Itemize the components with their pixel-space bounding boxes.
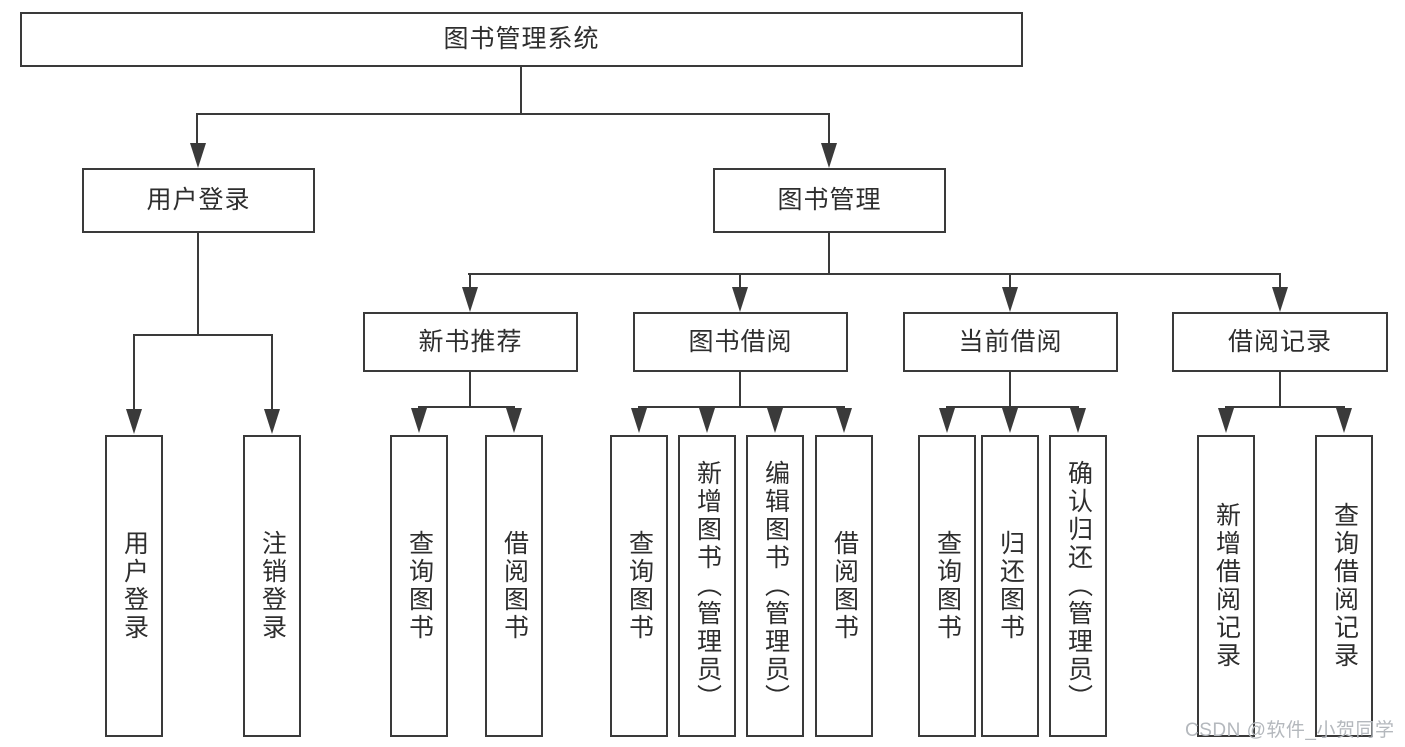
leaf-query-book-borrow: 查询图书 bbox=[610, 435, 668, 737]
leaf-edit-book-admin: 编辑图书（管理员） bbox=[746, 435, 804, 737]
node-root: 图书管理系统 bbox=[20, 12, 1023, 67]
arrowhead-down-icon bbox=[699, 408, 715, 433]
connector-line bbox=[739, 273, 741, 289]
leaf-return-book: 归还图书 bbox=[981, 435, 1039, 737]
leaf-query-borrow-record: 查询借阅记录 bbox=[1315, 435, 1373, 737]
connector-line bbox=[828, 232, 830, 275]
arrowhead-down-icon bbox=[506, 408, 522, 433]
connector-line bbox=[133, 334, 135, 410]
leaf-edit-book-admin-label: 编辑图书（管理员） bbox=[761, 460, 790, 712]
leaf-query-current-borrow: 查询图书 bbox=[918, 435, 976, 737]
leaf-borrow-book: 借阅图书 bbox=[815, 435, 873, 737]
node-book-borrow-label: 图书借阅 bbox=[688, 327, 793, 356]
leaf-borrow-book-recommend: 借阅图书 bbox=[485, 435, 543, 737]
connector-line bbox=[133, 334, 273, 336]
arrowhead-down-icon bbox=[836, 408, 852, 433]
node-new-book-recommend: 新书推荐 bbox=[363, 312, 578, 372]
connector-line bbox=[1225, 406, 1345, 408]
arrowhead-down-icon bbox=[462, 287, 478, 312]
connector-line bbox=[739, 371, 741, 408]
leaf-user-login-label: 用户登录 bbox=[120, 530, 149, 642]
node-current-borrow: 当前借阅 bbox=[903, 312, 1118, 372]
arrowhead-down-icon bbox=[411, 408, 427, 433]
leaf-return-book-label: 归还图书 bbox=[996, 530, 1025, 642]
node-borrow-records: 借阅记录 bbox=[1172, 312, 1388, 372]
node-book-management-label: 图书管理 bbox=[777, 186, 882, 214]
arrowhead-down-icon bbox=[821, 143, 837, 168]
leaf-confirm-return-admin: 确认归还（管理员） bbox=[1049, 435, 1107, 737]
arrowhead-down-icon bbox=[1218, 408, 1234, 433]
connector-line bbox=[197, 232, 199, 336]
node-user-login: 用户登录 bbox=[82, 168, 315, 233]
arrowhead-down-icon bbox=[767, 408, 783, 433]
node-new-book-recommend-label: 新书推荐 bbox=[418, 327, 523, 356]
connector-line bbox=[469, 273, 471, 289]
leaf-logout: 注销登录 bbox=[243, 435, 301, 737]
connector-line bbox=[271, 334, 273, 410]
leaf-user-login: 用户登录 bbox=[105, 435, 163, 737]
arrowhead-down-icon bbox=[939, 408, 955, 433]
arrowhead-down-icon bbox=[126, 409, 142, 434]
connector-line bbox=[520, 67, 522, 115]
connector-line bbox=[469, 371, 471, 408]
arrowhead-down-icon bbox=[1002, 287, 1018, 312]
arrowhead-down-icon bbox=[631, 408, 647, 433]
leaf-borrow-book-recommend-label: 借阅图书 bbox=[500, 530, 529, 642]
arrowhead-down-icon bbox=[1002, 408, 1018, 433]
node-book-borrow: 图书借阅 bbox=[633, 312, 848, 372]
connector-line bbox=[196, 113, 198, 146]
connector-line bbox=[1009, 371, 1011, 408]
arrowhead-down-icon bbox=[264, 409, 280, 434]
arrowhead-down-icon bbox=[190, 143, 206, 168]
connector-line bbox=[1279, 371, 1281, 408]
leaf-add-book-admin-label: 新增图书（管理员） bbox=[693, 460, 722, 712]
arrowhead-down-icon bbox=[1272, 287, 1288, 312]
leaf-add-borrow-record-label: 新增借阅记录 bbox=[1212, 502, 1241, 670]
watermark: CSDN @软件_小贺同学 bbox=[1185, 720, 1395, 741]
connector-line bbox=[946, 406, 1079, 408]
connector-line bbox=[1009, 273, 1011, 289]
arrowhead-down-icon bbox=[1070, 408, 1086, 433]
node-book-management: 图书管理 bbox=[713, 168, 946, 233]
leaf-query-book-borrow-label: 查询图书 bbox=[625, 530, 654, 642]
connector-line bbox=[196, 113, 830, 115]
leaf-query-current-borrow-label: 查询图书 bbox=[933, 530, 962, 642]
leaf-logout-label: 注销登录 bbox=[258, 530, 287, 642]
leaf-add-book-admin: 新增图书（管理员） bbox=[678, 435, 736, 737]
leaf-query-book-recommend-label: 查询图书 bbox=[405, 530, 434, 642]
leaf-query-borrow-record-label: 查询借阅记录 bbox=[1330, 502, 1359, 670]
leaf-add-borrow-record: 新增借阅记录 bbox=[1197, 435, 1255, 737]
leaf-borrow-book-label: 借阅图书 bbox=[830, 530, 859, 642]
connector-line bbox=[468, 273, 1281, 275]
node-user-login-label: 用户登录 bbox=[146, 186, 251, 214]
node-borrow-records-label: 借阅记录 bbox=[1227, 327, 1332, 356]
arrowhead-down-icon bbox=[732, 287, 748, 312]
leaf-query-book-recommend: 查询图书 bbox=[390, 435, 448, 737]
connector-line bbox=[418, 406, 515, 408]
leaf-confirm-return-admin-label: 确认归还（管理员） bbox=[1064, 460, 1093, 712]
arrowhead-down-icon bbox=[1336, 408, 1352, 433]
node-root-label: 图书管理系统 bbox=[443, 25, 600, 53]
node-current-borrow-label: 当前借阅 bbox=[958, 327, 1063, 356]
connector-line bbox=[1279, 273, 1281, 289]
connector-line bbox=[828, 113, 830, 146]
connector-line bbox=[638, 406, 845, 408]
